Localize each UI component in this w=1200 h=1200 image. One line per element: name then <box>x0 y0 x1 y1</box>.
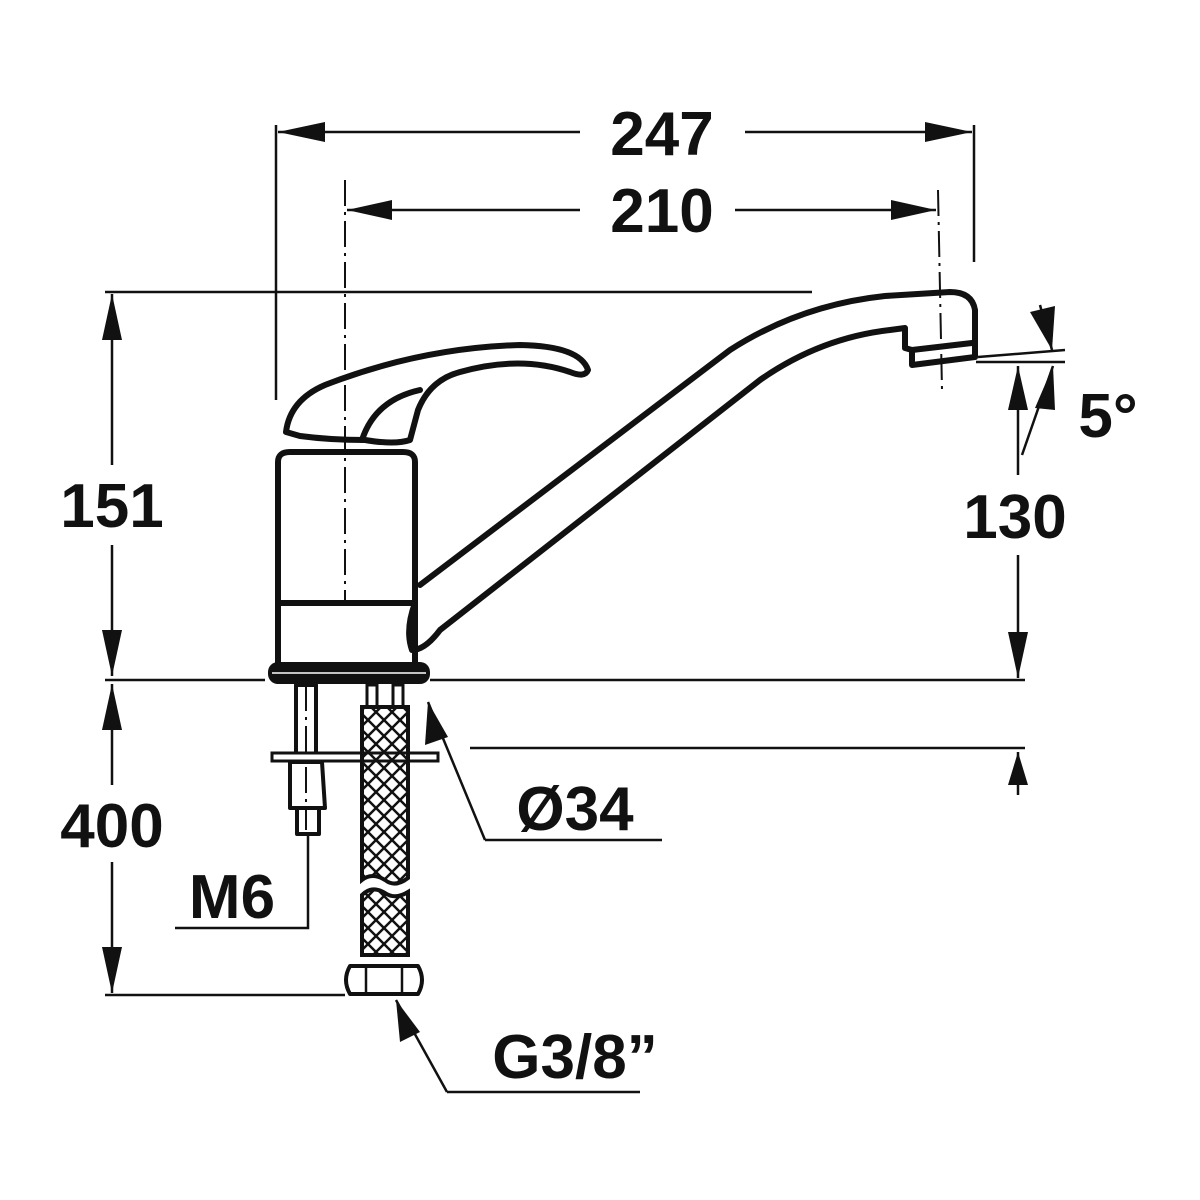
thread-label-m6: M6 <box>189 863 275 932</box>
dimension-400: 400 <box>60 678 1025 997</box>
spout <box>406 289 978 653</box>
connection-leader: G3/8” <box>394 999 658 1094</box>
mounting-stud: M6 <box>175 683 440 932</box>
dimension-label-247: 247 <box>610 100 713 169</box>
dimension-130: 130 5° <box>470 304 1138 795</box>
lever-handle <box>283 342 591 446</box>
supply-hose <box>344 683 424 996</box>
angle-label-5deg: 5° <box>1078 382 1137 451</box>
dimension-247: 247 <box>274 100 976 400</box>
dimension-label-130: 130 <box>963 483 1066 552</box>
dimension-label-151: 151 <box>60 472 163 541</box>
faucet-body <box>268 449 430 684</box>
dimension-label-400: 400 <box>60 792 163 861</box>
dimension-label-210: 210 <box>610 177 713 246</box>
diameter-label-34: Ø34 <box>516 775 634 844</box>
thread-label-g38: G3/8” <box>492 1023 657 1092</box>
diameter-leader: Ø34 <box>425 701 662 844</box>
dimension-151: 151 <box>60 290 812 676</box>
